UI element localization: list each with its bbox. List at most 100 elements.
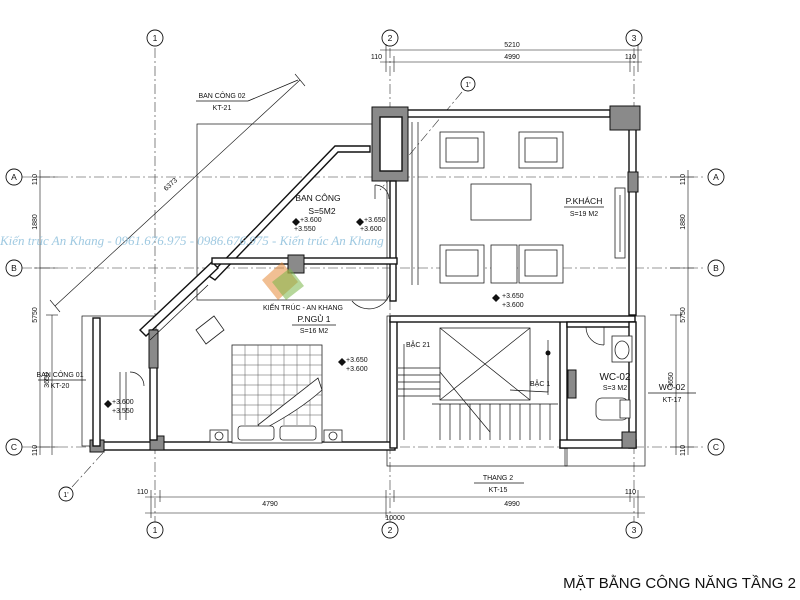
- watermark: Kiến trúc An Khang - 0961.676.975 - 0986…: [0, 233, 384, 312]
- room-living: P.KHÁCH S=19 M2: [564, 196, 604, 218]
- svg-text:1': 1': [465, 82, 470, 89]
- svg-text:+3.600: +3.600: [360, 226, 382, 233]
- dim-left-ab: 1880: [32, 214, 39, 230]
- dim-right-sub: 3650: [668, 372, 675, 388]
- svg-text:110: 110: [137, 489, 148, 496]
- axis-bubble-2-bottom: 2: [381, 521, 399, 539]
- bottom-dimensions: 4790 4990 10000 110 110: [137, 489, 645, 522]
- svg-text:BAN CÔNG: BAN CÔNG: [295, 193, 340, 203]
- wc-fixtures: [585, 326, 633, 421]
- left-dimensions: 1880 5750 3650 110 110: [32, 170, 58, 456]
- walls: [89, 105, 641, 453]
- right-dimensions: 1880 5750 3650 110 110: [668, 170, 694, 456]
- svg-text:+3.550: +3.550: [294, 226, 316, 233]
- svg-text:C: C: [713, 442, 719, 452]
- svg-text:KT-15: KT-15: [489, 487, 508, 494]
- stair: [398, 327, 558, 440]
- svg-text:2: 2: [388, 525, 393, 535]
- axis-bubble-a-left: A: [5, 168, 23, 186]
- svg-text:S=16 M2: S=16 M2: [300, 328, 328, 335]
- watermark-text: Kiến trúc An Khang - 0961.676.975 - 0986…: [0, 233, 384, 248]
- room-wc: WC-02 S=3 M2: [599, 372, 631, 392]
- level-marker-bedroom: +3.650 +3.600: [338, 357, 368, 373]
- dim-bottom-left: 4790: [262, 501, 278, 508]
- svg-text:+3.600: +3.600: [300, 217, 322, 224]
- callout-stair: THANG 2 KT-15: [474, 475, 524, 494]
- axis-bubble-c-right: C: [707, 438, 725, 456]
- balcony-02-outline: [196, 123, 388, 301]
- svg-text:110: 110: [625, 54, 636, 61]
- svg-text:110: 110: [371, 54, 382, 61]
- dim-top-total: 5210: [504, 42, 520, 49]
- grid-lines: [22, 48, 705, 522]
- stair-step-1: BẬC 1: [530, 379, 550, 388]
- svg-text:KT-21: KT-21: [213, 105, 232, 112]
- svg-text:+3.650: +3.650: [502, 293, 524, 300]
- svg-text:A: A: [713, 172, 719, 182]
- level-marker-balcony-right: +3.650 +3.600: [356, 217, 386, 233]
- svg-text:S=3 M2: S=3 M2: [603, 385, 627, 392]
- axis-bubble-3-top: 3: [625, 29, 643, 47]
- svg-text:1': 1': [63, 492, 68, 499]
- svg-text:1: 1: [153, 33, 158, 43]
- svg-text:+3.600: +3.600: [112, 399, 134, 406]
- svg-text:6373: 6373: [163, 177, 179, 193]
- svg-text:BAN CÔNG 02: BAN CÔNG 02: [198, 91, 245, 100]
- svg-text:3: 3: [632, 525, 637, 535]
- room-bedroom: P.NGỦ 1 S=16 M2: [292, 313, 336, 335]
- svg-text:S=5M2: S=5M2: [308, 206, 335, 216]
- callout-balcony-02: BAN CÔNG 02 KT-21: [196, 79, 299, 112]
- axis-bubble-diag-top: 1': [379, 76, 476, 191]
- svg-text:WC-02: WC-02: [659, 382, 686, 392]
- balcony-door: [351, 184, 391, 310]
- dim-bottom-total: 10000: [385, 515, 405, 522]
- svg-text:KT-17: KT-17: [663, 397, 682, 404]
- svg-text:110: 110: [32, 174, 39, 185]
- callout-balcony-01: BAN CÔNG 01 KT-20: [36, 370, 86, 390]
- axis-bubble-diag-bottom: 1': [58, 444, 111, 502]
- dim-right-ab: 1880: [680, 214, 687, 230]
- callout-wc: WC-02 KT-17: [648, 382, 696, 404]
- top-dimensions: 5210 4990 110 110: [371, 42, 642, 72]
- axis-bubble-3-bottom: 3: [625, 521, 643, 539]
- svg-text:P.NGỦ 1: P.NGỦ 1: [298, 313, 331, 324]
- dim-top-inner: 4990: [504, 54, 520, 61]
- bedroom-furniture: [149, 284, 343, 444]
- level-marker-living: +3.650 +3.600: [492, 293, 524, 309]
- axis-bubble-b-left: B: [5, 259, 23, 277]
- svg-text:BAN CÔNG 01: BAN CÔNG 01: [36, 370, 83, 379]
- svg-text:+3.600: +3.600: [502, 302, 524, 309]
- svg-text:110: 110: [680, 445, 687, 456]
- drawing-title: MẶT BẰNG CÔNG NĂNG TẦNG 2: [563, 574, 796, 592]
- svg-text:WC-02: WC-02: [599, 372, 631, 383]
- living-room-furniture: [411, 122, 626, 285]
- svg-text:B: B: [11, 263, 17, 273]
- stair-step-21: BẬC 21: [406, 340, 430, 349]
- svg-text:C: C: [11, 442, 17, 452]
- svg-text:KT-20: KT-20: [51, 383, 70, 390]
- svg-text:A: A: [11, 172, 17, 182]
- watermark-logo: KIẾN TRÚC - AN KHANG: [263, 302, 343, 312]
- svg-text:S=19 M2: S=19 M2: [570, 211, 598, 218]
- svg-text:2: 2: [388, 33, 393, 43]
- axis-bubble-2-top: 2: [381, 29, 399, 47]
- axis-bubble-1-bottom: 1: [146, 521, 164, 539]
- svg-text:110: 110: [32, 445, 39, 456]
- dim-bottom-right: 4990: [504, 501, 520, 508]
- svg-text:3: 3: [632, 33, 637, 43]
- axis-bubble-a-right: A: [707, 168, 725, 186]
- svg-text:1: 1: [153, 525, 158, 535]
- svg-text:+3.650: +3.650: [364, 217, 386, 224]
- dim-right-bc: 5750: [680, 307, 687, 323]
- axis-bubble-c-left: C: [5, 438, 23, 456]
- balcony-01-door: [119, 371, 145, 420]
- level-marker-balcony-left: +3.600 +3.550: [292, 217, 322, 233]
- svg-text:P.KHÁCH: P.KHÁCH: [566, 196, 603, 206]
- svg-text:B: B: [713, 263, 719, 273]
- svg-text:+3.550: +3.550: [112, 408, 134, 415]
- dim-left-bc: 5750: [32, 307, 39, 323]
- svg-text:+3.600: +3.600: [346, 366, 368, 373]
- room-balcony-main: BAN CÔNG S=5M2: [295, 193, 340, 216]
- axis-bubble-b-right: B: [707, 259, 725, 277]
